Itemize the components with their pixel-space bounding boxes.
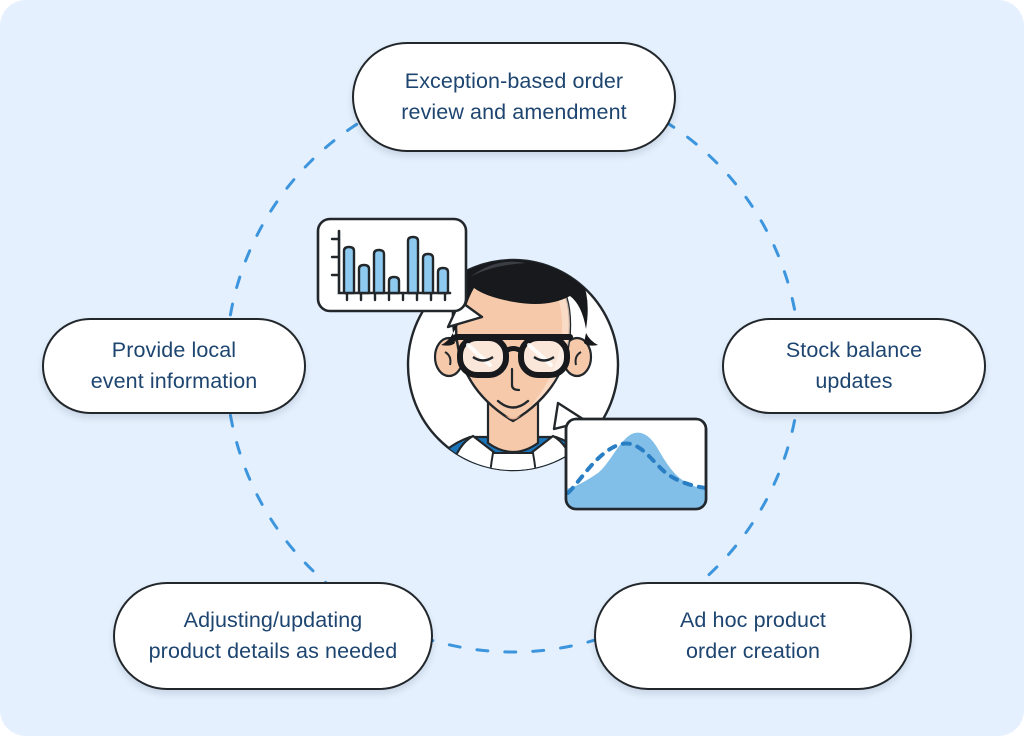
node-provide-line1: Provide local [111, 337, 237, 362]
area-chart-icon [566, 432, 706, 509]
node-exception-line2: review and amendment [401, 100, 627, 124]
node-stock-line1: Stock balance [785, 337, 923, 362]
avatar-apron-panel [488, 452, 538, 470]
avatar-eye-right [533, 355, 555, 362]
node-ad-hoc-product-order-creation[interactable]: Ad hoc product order creation [594, 582, 912, 690]
bar-5 [406, 235, 420, 295]
node-exception-based-order-review[interactable]: Exception-based order review and amendme… [352, 42, 676, 152]
node-stock-line2: updates [815, 369, 893, 393]
avatar-hair-tip-right [584, 333, 598, 346]
avatar-figure [418, 260, 608, 470]
bar-chart-bars [342, 235, 450, 295]
avatar-ear-inner-right [574, 351, 582, 366]
avatar [406, 258, 620, 472]
node-provide-line2: event information [90, 369, 258, 393]
bar-chart-icon [330, 229, 452, 302]
avatar-ear-inner-left [444, 351, 452, 366]
bar-chart-x-ticks [345, 291, 447, 302]
node-adjust-line2: product details as needed [148, 639, 398, 663]
bar-7 [436, 266, 450, 295]
bar-6 [421, 252, 435, 295]
node-adjust-line1: Adjusting/updating [183, 607, 363, 632]
bar-1 [342, 245, 356, 295]
avatar-hair-tip-left [441, 333, 455, 346]
avatar-hair-highlight [470, 261, 526, 277]
avatar-apron [442, 434, 584, 470]
bar-3 [372, 248, 386, 295]
bar-chart-y-ticks [330, 237, 341, 277]
node-stock-balance-updates[interactable]: Stock balance updates [722, 318, 986, 414]
area-chart-card [564, 417, 708, 511]
area-dashed-line [566, 441, 706, 495]
node-exception-line1: Exception-based order [404, 68, 624, 93]
avatar-nose [510, 367, 521, 392]
node-provide-local-event-information[interactable]: Provide local event information [42, 318, 306, 414]
area-fill [566, 432, 706, 509]
area-card-frame-top [564, 417, 708, 511]
bar-chart-card [316, 217, 468, 313]
avatar-glasses [453, 334, 573, 378]
node-adhoc-line1: Ad hoc product [679, 607, 827, 632]
centre-illustration [310, 205, 716, 525]
avatar-chin-shade [505, 415, 521, 420]
node-adhoc-line2: order creation [685, 639, 821, 663]
avatar-eye-left [472, 355, 494, 362]
node-adjusting-updating-product-details[interactable]: Adjusting/updating product details as ne… [113, 582, 433, 690]
bar-card-tail [446, 299, 484, 329]
avatar-mouth [496, 399, 530, 409]
bar-4 [387, 275, 401, 295]
bar-2 [357, 263, 371, 295]
